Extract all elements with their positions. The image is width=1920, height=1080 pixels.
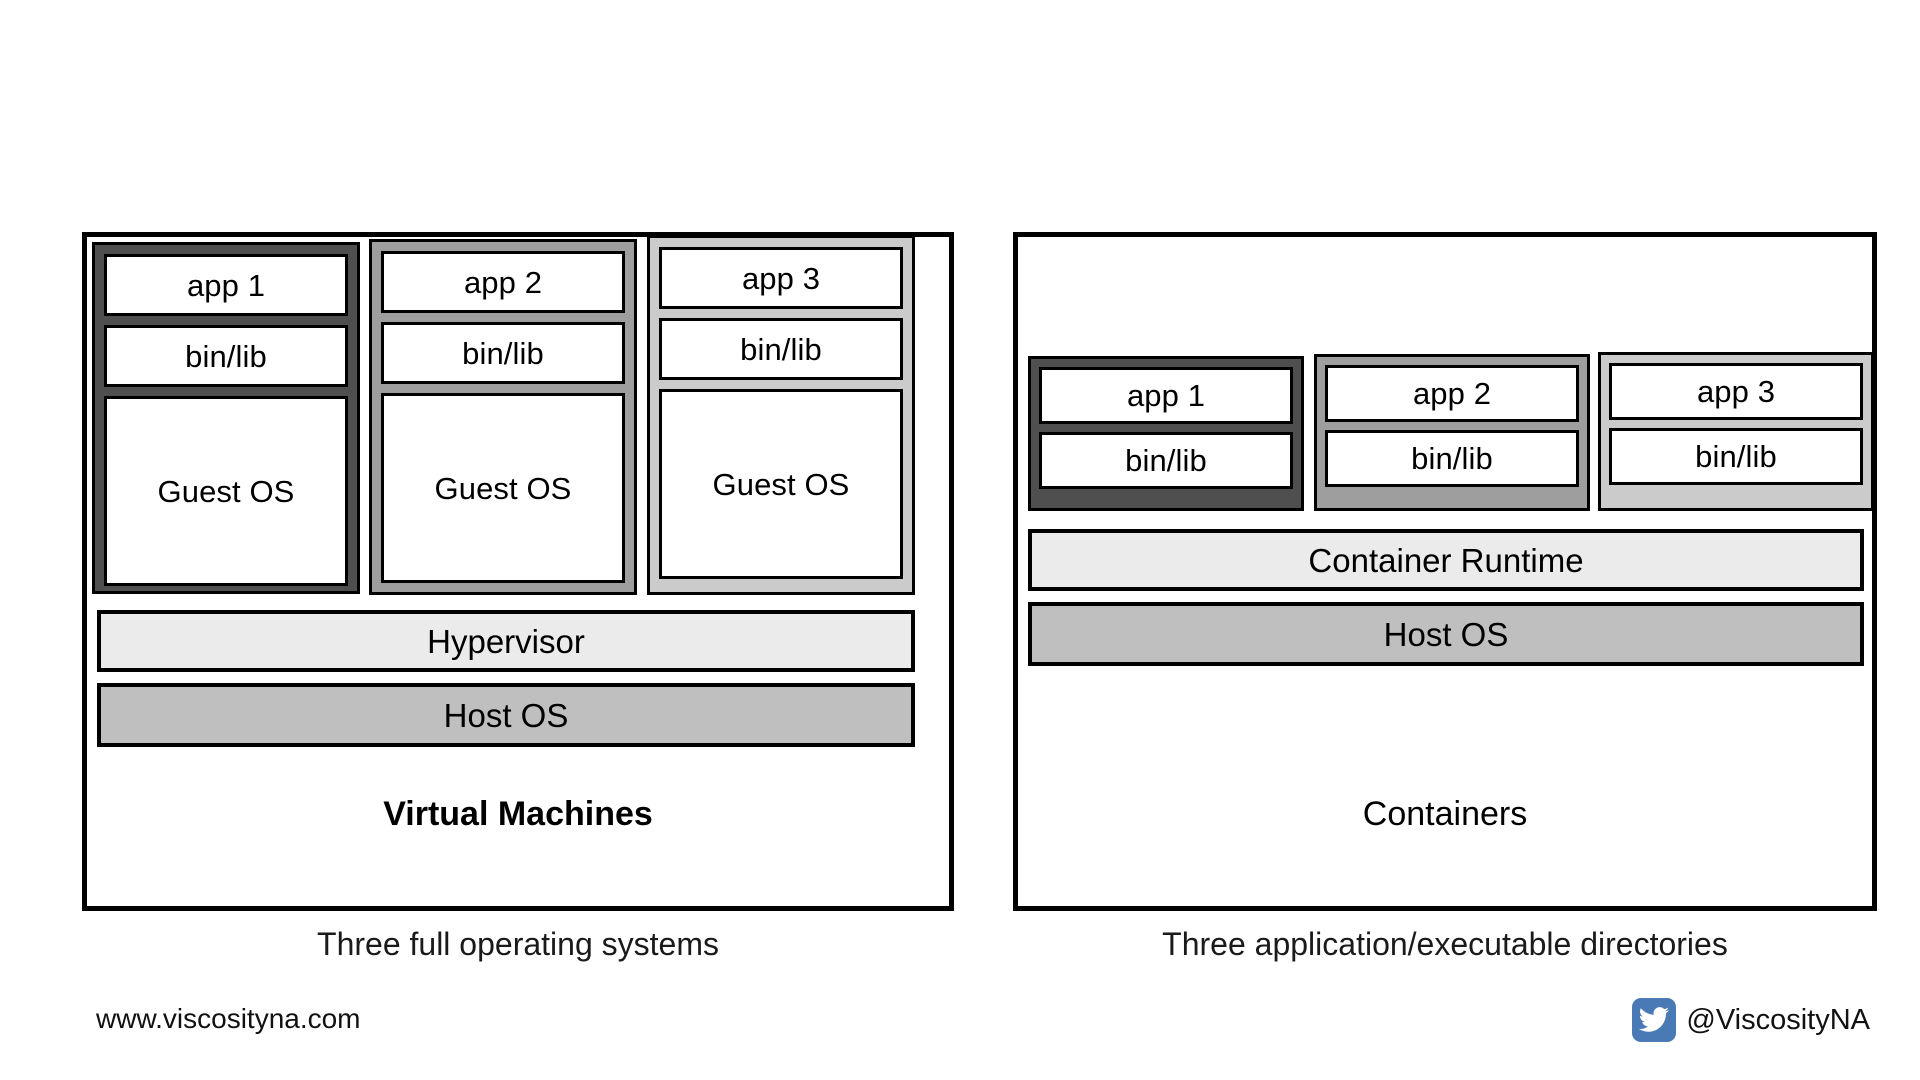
containers-panel: app 1 bin/lib app 2 bin/lib app 3 bin/li… bbox=[1013, 232, 1877, 911]
virtual-machines-caption: Three full operating systems bbox=[317, 926, 719, 962]
vm-1-binlib-cell: bin/lib bbox=[104, 325, 348, 387]
container-stack-3: app 3 bin/lib bbox=[1598, 352, 1874, 511]
vm-1-app-cell: app 1 bbox=[104, 254, 348, 316]
container-3-app-cell: app 3 bbox=[1609, 363, 1863, 420]
container-stack-1: app 1 bin/lib bbox=[1028, 356, 1304, 511]
virtual-machines-panel: app 1 bin/lib Guest OS app 2 bin/lib Gue… bbox=[82, 232, 954, 911]
vm-3-app-cell: app 3 bbox=[659, 247, 903, 309]
vm-1-guest-os-cell: Guest OS bbox=[104, 396, 348, 586]
container-stack-2: app 2 bin/lib bbox=[1314, 354, 1590, 511]
container-3-binlib-cell: bin/lib bbox=[1609, 428, 1863, 485]
vm-3-guest-os-cell: Guest OS bbox=[659, 389, 903, 579]
twitter-footer: @ViscosityNA bbox=[1632, 998, 1870, 1042]
vm-3-binlib-cell: bin/lib bbox=[659, 318, 903, 380]
container-1-binlib-cell: bin/lib bbox=[1039, 432, 1293, 489]
vm-stack-2: app 2 bin/lib Guest OS bbox=[369, 239, 637, 595]
vm-2-guest-os-cell: Guest OS bbox=[381, 393, 625, 583]
vm-host-os-bar: Host OS bbox=[97, 683, 915, 747]
vm-2-binlib-cell: bin/lib bbox=[381, 322, 625, 384]
virtual-machines-title: Virtual Machines bbox=[383, 795, 653, 833]
hypervisor-bar: Hypervisor bbox=[97, 610, 915, 672]
containers-title: Containers bbox=[1362, 795, 1528, 833]
container-host-os-bar: Host OS bbox=[1028, 602, 1864, 666]
website-url: www.viscosityna.com bbox=[96, 1003, 361, 1034]
vm-2-app-cell: app 2 bbox=[381, 251, 625, 313]
container-2-app-cell: app 2 bbox=[1325, 365, 1579, 422]
twitter-handle: @ViscosityNA bbox=[1686, 1003, 1870, 1036]
twitter-bird-icon bbox=[1632, 998, 1677, 1042]
vm-stack-3: app 3 bin/lib Guest OS bbox=[647, 235, 915, 595]
containers-caption: Three application/executable directories bbox=[1162, 926, 1728, 962]
container-1-app-cell: app 1 bbox=[1039, 367, 1293, 424]
vm-stack-1: app 1 bin/lib Guest OS bbox=[92, 242, 360, 594]
container-2-binlib-cell: bin/lib bbox=[1325, 430, 1579, 487]
container-runtime-bar: Container Runtime bbox=[1028, 529, 1864, 591]
